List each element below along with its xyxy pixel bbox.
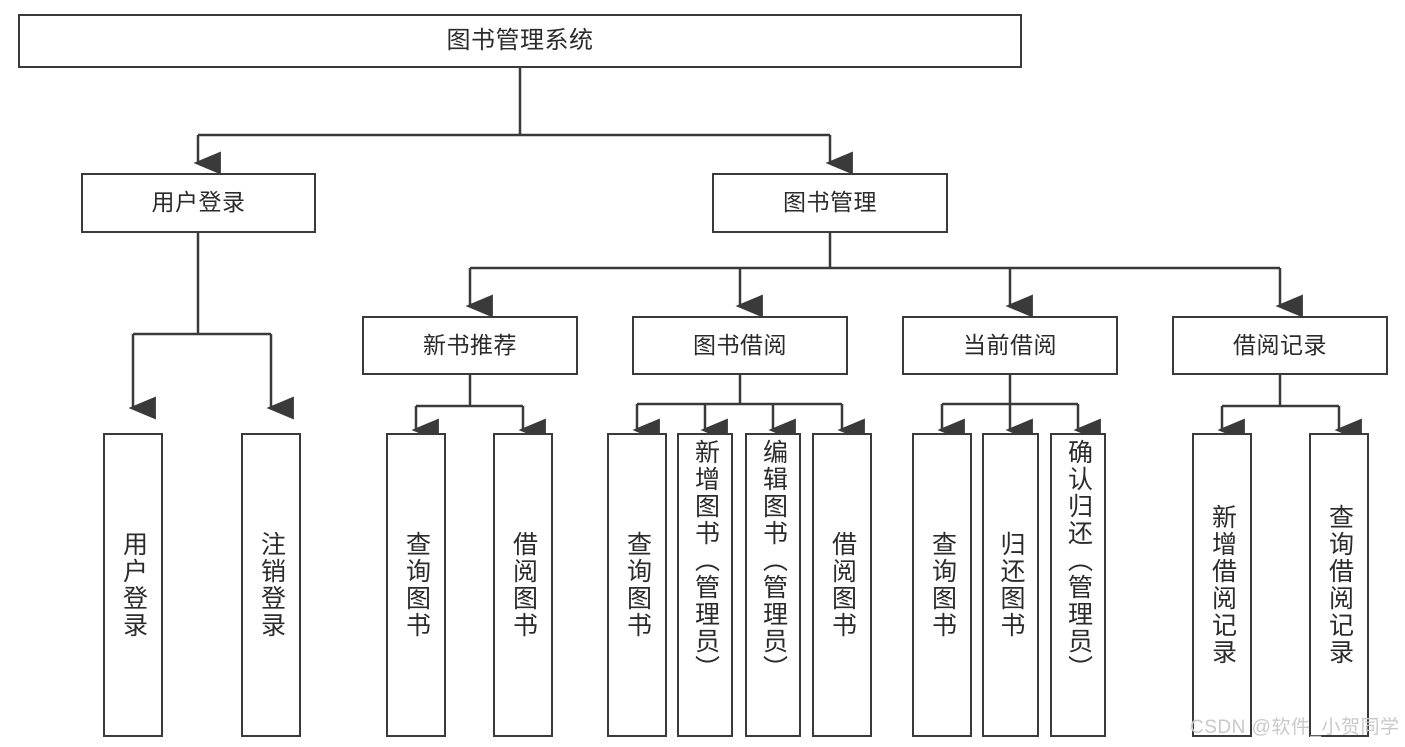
leaf-user-login-signin[interactable]: 用户登录 [103, 433, 163, 737]
node-label: 查询图书 [402, 531, 431, 639]
leaf-new-book-query-book[interactable]: 查询图书 [386, 433, 446, 737]
node-current-borrowing[interactable]: 当前借阅 [902, 316, 1118, 375]
node-label: 当前借阅 [963, 331, 1057, 358]
node-book-management[interactable]: 图书管理 [712, 173, 948, 233]
node-label: 借阅图书 [509, 531, 538, 639]
node-book-borrowing[interactable]: 图书借阅 [632, 316, 848, 375]
leaf-current-query-book[interactable]: 查询图书 [912, 433, 972, 737]
node-label: 归还图书 [997, 531, 1025, 639]
node-user-login[interactable]: 用户登录 [81, 173, 316, 233]
node-label: 查询图书 [623, 531, 652, 639]
node-label: 确认归还（管理员） [1064, 439, 1093, 682]
leaf-new-book-borrow-book[interactable]: 借阅图书 [493, 433, 553, 737]
node-label: 编辑图书（管理员） [759, 439, 788, 682]
csdn-watermark: CSDN @软件_小贺同学 [1190, 717, 1400, 738]
node-label: 图书管理系统 [446, 26, 594, 54]
node-label: 新书推荐 [423, 331, 517, 358]
node-label: 借阅图书 [828, 531, 857, 639]
node-borrowing-record[interactable]: 借阅记录 [1172, 316, 1388, 375]
leaf-borrow-add-book-admin[interactable]: 新增图书（管理员） [677, 433, 733, 737]
node-label: 图书借阅 [693, 331, 787, 358]
leaf-record-query-borrow-record[interactable]: 查询借阅记录 [1309, 433, 1369, 737]
leaf-borrow-query-book[interactable]: 查询图书 [607, 433, 667, 737]
leaf-borrow-borrow-book[interactable]: 借阅图书 [812, 433, 872, 737]
node-label: 查询借阅记录 [1325, 504, 1354, 666]
leaf-user-login-logout[interactable]: 注销登录 [241, 433, 301, 737]
leaf-current-return-book[interactable]: 归还图书 [982, 433, 1039, 737]
node-new-book-recommendation[interactable]: 新书推荐 [362, 316, 578, 375]
node-label: 注销登录 [257, 531, 286, 639]
node-label: 用户登录 [119, 531, 148, 639]
node-label: 借阅记录 [1233, 331, 1327, 358]
leaf-current-confirm-return-admin[interactable]: 确认归还（管理员） [1050, 433, 1106, 737]
node-label: 新增借阅记录 [1208, 504, 1237, 666]
leaf-record-add-borrow-record[interactable]: 新增借阅记录 [1192, 433, 1252, 737]
node-label: 用户登录 [151, 189, 246, 216]
node-root-book-management-system[interactable]: 图书管理系统 [18, 14, 1022, 68]
node-label: 新增图书（管理员） [691, 439, 720, 682]
node-label: 查询图书 [928, 531, 957, 639]
leaf-borrow-edit-book-admin[interactable]: 编辑图书（管理员） [745, 433, 801, 737]
node-label: 图书管理 [783, 189, 877, 216]
